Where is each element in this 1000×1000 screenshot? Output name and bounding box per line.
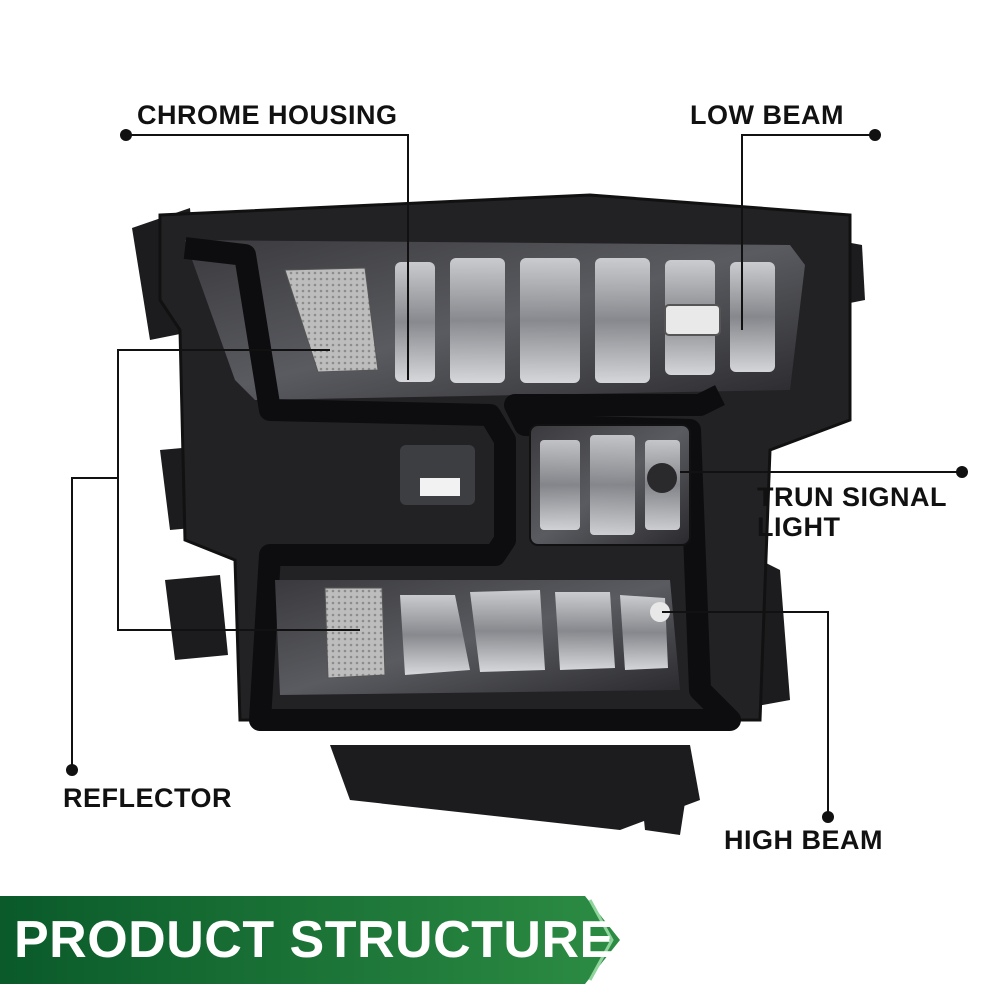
low-beam-projector <box>664 304 721 336</box>
turn-signal-label-line2: LIGHT <box>757 512 841 542</box>
lower-reflector <box>324 587 386 679</box>
high-beam-label: HIGH BEAM <box>724 825 883 855</box>
upper-reflector <box>284 267 379 373</box>
lower-chrome-bands <box>400 590 668 675</box>
callout-dots <box>66 129 968 823</box>
low-beam-label: LOW BEAM <box>690 100 844 130</box>
callout-lines <box>71 134 962 815</box>
reflector-label: REFLECTOR <box>63 783 233 813</box>
turn-signal-label-line1: TRUN SIGNAL <box>757 482 947 512</box>
product-structure-banner <box>0 896 620 984</box>
high-beam-bulb <box>650 602 670 622</box>
turn-signal-reflector <box>540 435 680 535</box>
chrome-housing-label: CHROME HOUSING <box>137 100 398 130</box>
turn-signal-label: TRUN SIGNAL LIGHT <box>757 482 947 542</box>
drl-bar <box>183 237 741 731</box>
turn-signal-bulb <box>647 463 677 493</box>
banner-title: PRODUCT STRUCTURE <box>14 911 615 969</box>
